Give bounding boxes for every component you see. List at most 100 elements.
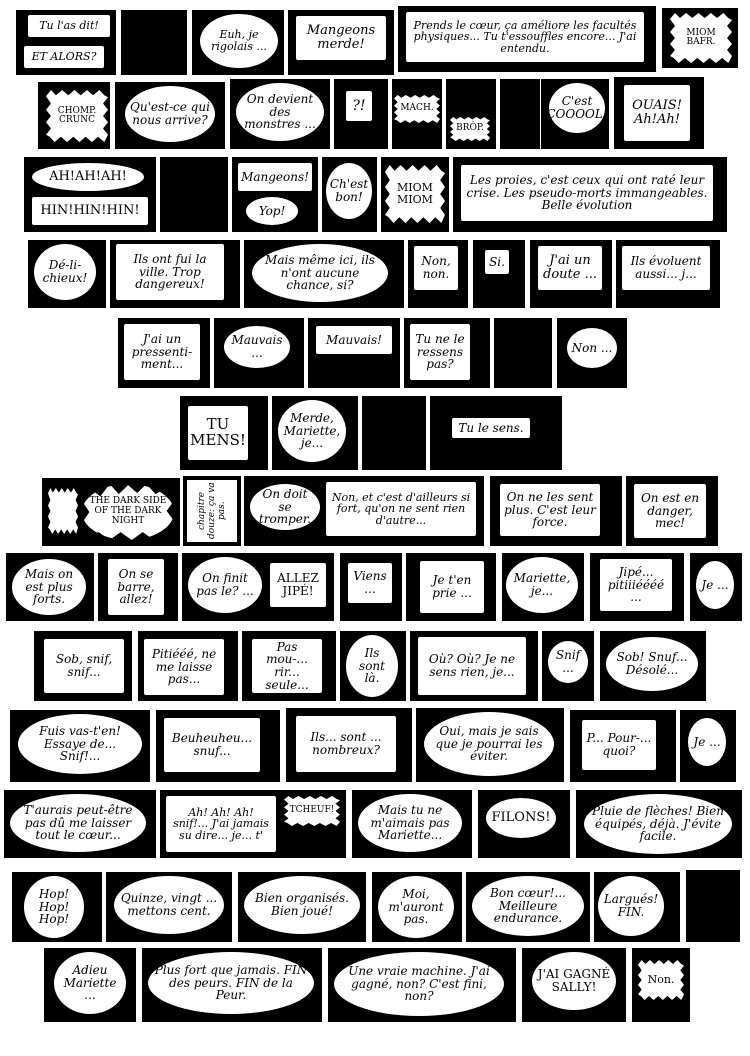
title-burst: THE DARK SIDE OF THE DARK NIGHT [82, 484, 174, 540]
speech-balloon: HIN!HIN!HIN! [32, 197, 148, 225]
speech-balloon: Largués! FIN. [598, 876, 664, 936]
panel: On doit se tromper. Non, et c'est d'aill… [244, 476, 484, 546]
speech-balloon: Pluie de flèches! Bien équipés, déjà. J'… [584, 794, 732, 854]
speech-balloon: Yop! [246, 197, 298, 225]
panel: Hop! Hop! Hop! [12, 872, 102, 942]
panel: OUAIS! Ah!Ah! [614, 77, 704, 149]
panel: Sob! Snuf... Désolé... [600, 631, 706, 701]
panel: Oui, mais je sais que je pourrai les évi… [416, 708, 564, 782]
speech-balloon: Ils sont là. [346, 635, 398, 697]
speech-balloon: Je ... [688, 718, 726, 766]
sound-effect-burst: TCHEUF! [284, 796, 340, 826]
speech-balloon: Fuis vas-t'en! Essaye de... Snif!... [18, 714, 142, 774]
speech-balloon: Merde, Mariette, je... [278, 400, 346, 462]
speech-balloon: Sob, snif, snif... [44, 639, 124, 693]
panel: Euh, je rigolais ... [192, 10, 284, 75]
speech-balloon: Oui, mais je sais que je pourrai les évi… [424, 712, 554, 776]
speech-balloon: Viens ... [348, 563, 392, 603]
panel: Je t'en prie ... [406, 553, 496, 621]
panel: On ne les sent plus. C'est leur force. [490, 476, 622, 546]
panel: T'aurais peut-être pas dû me laisser tou… [4, 790, 156, 858]
panel: On se barre, allez! [98, 553, 178, 621]
panel: On devient des monstres ... [230, 79, 330, 149]
speech-balloon: Mangeons merde! [296, 16, 386, 60]
panel: Tu le sens. [430, 396, 562, 470]
speech-balloon: C'est COOOOL! [546, 83, 608, 133]
title-panel: THE DARK SIDE OF THE DARK NIGHT [42, 478, 180, 546]
speech-balloon: Ils ont fui la ville. Trop dangereux! [116, 244, 224, 300]
panel: Tu l'as dit! ET ALORS? [16, 10, 116, 75]
panel: BRÔP. [446, 79, 496, 149]
panel: Non. [632, 948, 690, 1022]
panel: Ils... sont ... nombreux? [286, 708, 412, 782]
panel: Mais même ici, ils n'ont aucune chance, … [244, 240, 404, 308]
panel: On finit pas le? ... ALLEZ JIPÉ! [182, 553, 334, 621]
speech-balloon: Tu l'as dit! [28, 15, 110, 37]
speech-balloon: Ah! Ah! Ah! snif!... J'ai jamais su dire… [166, 796, 276, 852]
speech-balloon: ET ALORS? [24, 46, 104, 68]
panel: Non, non. [408, 240, 468, 308]
speech-balloon: Mais tu ne m'aimais pas Mariette... [358, 794, 462, 852]
panel: Mauvais ... [214, 318, 304, 388]
speech-balloon: AH!AH!AH! [32, 163, 144, 191]
speech-balloon: On doit se tromper. [250, 484, 320, 530]
panel: AH!AH!AH! HIN!HIN!HIN! [24, 157, 156, 232]
speech-balloon: T'aurais peut-être pas dû me laisser tou… [10, 794, 146, 852]
panel: Dé-li-chieux! [28, 240, 106, 308]
panel: Ils évoluent aussi... j... [616, 240, 720, 308]
speech-balloon: Mauvais! [316, 326, 392, 354]
panel: Qu'est-ce qui nous arrive? [115, 82, 225, 149]
panel [686, 870, 740, 942]
panel [160, 157, 228, 232]
speech-balloon: Plus fort que jamais. FIN des peurs. FIN… [148, 952, 314, 1014]
panel: MACH. [392, 79, 442, 149]
sound-effect-burst: BRÔP. [450, 117, 490, 141]
panel: Bon cœur!... Meilleure endurance. [466, 872, 590, 942]
panel [362, 396, 426, 470]
panel: Mauvais! [308, 318, 400, 388]
panel: Je ... [690, 553, 742, 621]
speech-balloon: Mais même ici, ils n'ont aucune chance, … [252, 244, 388, 302]
panel: Mais on est plus forts. [6, 553, 94, 621]
panel: Ils ont fui la ville. Trop dangereux! [110, 240, 240, 308]
speech-balloon: Non, et c'est d'ailleurs si fort, qu'on … [326, 482, 476, 536]
panel: MIOM BAFR. [662, 8, 738, 68]
panel: Je ... [680, 710, 736, 782]
speech-balloon: Ch'est bon! [326, 163, 372, 219]
speech-balloon: Bien organisés. Bien joué! [244, 876, 360, 934]
speech-balloon: FILONS! [486, 798, 556, 838]
panel: Mais tu ne m'aimais pas Mariette... [352, 790, 472, 858]
panel: Pitiééé, ne me laisse pas... [138, 631, 238, 701]
panel: TU MENS! [180, 396, 268, 470]
speech-balloon: Mariette, je... [506, 557, 578, 613]
panel: Adieu Mariette ... [44, 948, 136, 1022]
speech-balloon: On ne les sent plus. C'est leur force. [500, 484, 600, 536]
speech-balloon: ALLEZ JIPÉ! [270, 563, 326, 607]
speech-balloon: J'ai un pressenti-ment... [124, 324, 200, 380]
speech-balloon: On est en danger, mec! [634, 484, 706, 538]
panel: Merde, Mariette, je... [272, 396, 358, 470]
title-burst-fragment [48, 488, 78, 534]
panel: Quinze, vingt ... mettons cent. [106, 872, 232, 942]
speech-balloon: On se barre, allez! [108, 559, 164, 615]
speech-balloon-cloud: Non. [638, 960, 684, 1000]
speech-balloon: Moi, m'auront pas. [378, 876, 454, 938]
panel: Une vraie machine. J'ai gagné, non? C'es… [328, 948, 516, 1022]
speech-balloon: Où? Où? Je ne sens rien, je... [418, 637, 526, 695]
panel [500, 79, 540, 149]
panel: Si. [473, 240, 525, 308]
panel: Bien organisés. Bien joué! [238, 872, 366, 942]
speech-balloon: Une vraie machine. J'ai gagné, non? C'es… [334, 952, 504, 1016]
speech-balloon: Bon cœur!... Meilleure endurance. [472, 876, 584, 936]
speech-balloon: OUAIS! Ah!Ah! [624, 85, 690, 141]
panel: On est en danger, mec! [626, 476, 718, 546]
panel: J'AI GAGNÉ SALLY! [522, 948, 626, 1022]
speech-balloon: Pas mou-... rir... seule... [252, 639, 322, 693]
speech-balloon: Quinze, vingt ... mettons cent. [114, 876, 224, 934]
speech-balloon: Tu le sens. [452, 418, 530, 438]
panel: Mangeons merde! [288, 10, 394, 75]
sound-effect-burst: CHOMP. CRUNC [46, 90, 108, 142]
panel: J'ai un pressenti-ment... [118, 318, 210, 388]
panel: Jipé... pitiiiéééé ... [590, 553, 684, 621]
